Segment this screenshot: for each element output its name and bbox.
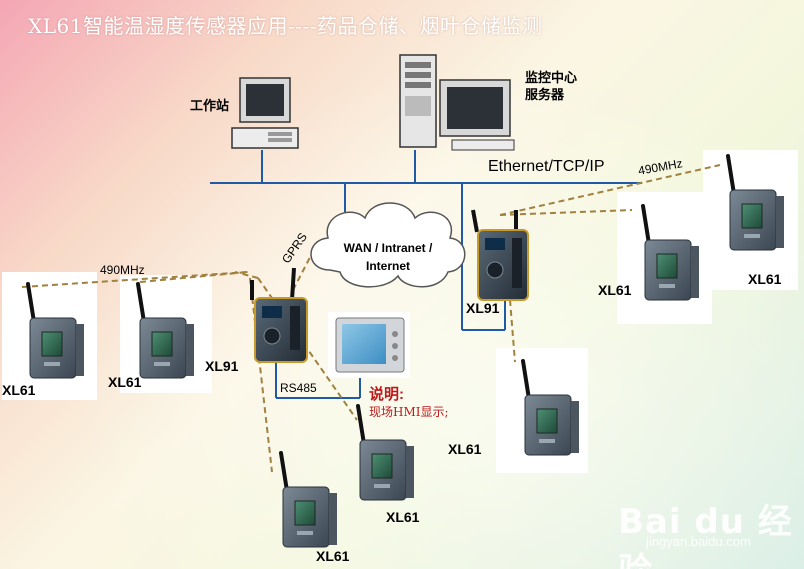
diagram-title: XL61智能温湿度传感器应用----药品仓储、烟叶仓储监测	[28, 14, 543, 38]
ethernet-label: Ethernet/TCP/IP	[488, 158, 605, 175]
note-text: 现场HMI显示;	[369, 405, 449, 419]
cloud-line1: WAN / Intranet /	[343, 241, 433, 255]
xl61-sensor-3	[641, 204, 699, 301]
xl61-sensors	[26, 154, 784, 548]
xl91-gateway-right	[471, 209, 529, 301]
workstation-label: 工作站	[190, 98, 230, 113]
xl91-gateway-left	[250, 267, 308, 363]
watermark-brand: Bai du 经验	[618, 502, 793, 569]
workstation-computer	[231, 77, 299, 149]
xl61-sensor-7	[279, 451, 337, 548]
xl61-label-4: XL61	[748, 271, 782, 287]
note-title: 说明:	[369, 386, 404, 403]
xl61-label-1: XL61	[2, 382, 36, 398]
xl91-label-left: XL91	[205, 358, 239, 374]
xl61-sensor-4	[726, 154, 784, 251]
xl61-label-3: XL61	[598, 282, 632, 298]
xl91-label-right: XL91	[466, 300, 500, 316]
cloud-line2: Internet	[365, 259, 410, 273]
freq-left-label: 490MHz	[100, 263, 145, 277]
rs485-label: RS485	[280, 381, 317, 395]
watermark-url: jingyan.baidu.com	[646, 534, 751, 549]
server-label-line1: 监控中心	[525, 70, 578, 85]
xl61-label-2: XL61	[108, 374, 142, 390]
xl61-label-6: XL61	[386, 509, 420, 525]
hmi-touch-panel	[335, 317, 405, 373]
xl61-label-7: XL61	[316, 548, 350, 564]
xl61-sensor-2	[136, 282, 194, 379]
xl61-label-5: XL61	[448, 441, 482, 457]
xl61-sensor-5	[521, 359, 579, 456]
xl61-sensor-6	[356, 404, 414, 501]
xl61-sensor-1	[26, 282, 84, 379]
monitoring-server	[399, 54, 515, 151]
cloud-wan	[310, 202, 466, 288]
server-label-line2: 服务器	[525, 87, 565, 102]
